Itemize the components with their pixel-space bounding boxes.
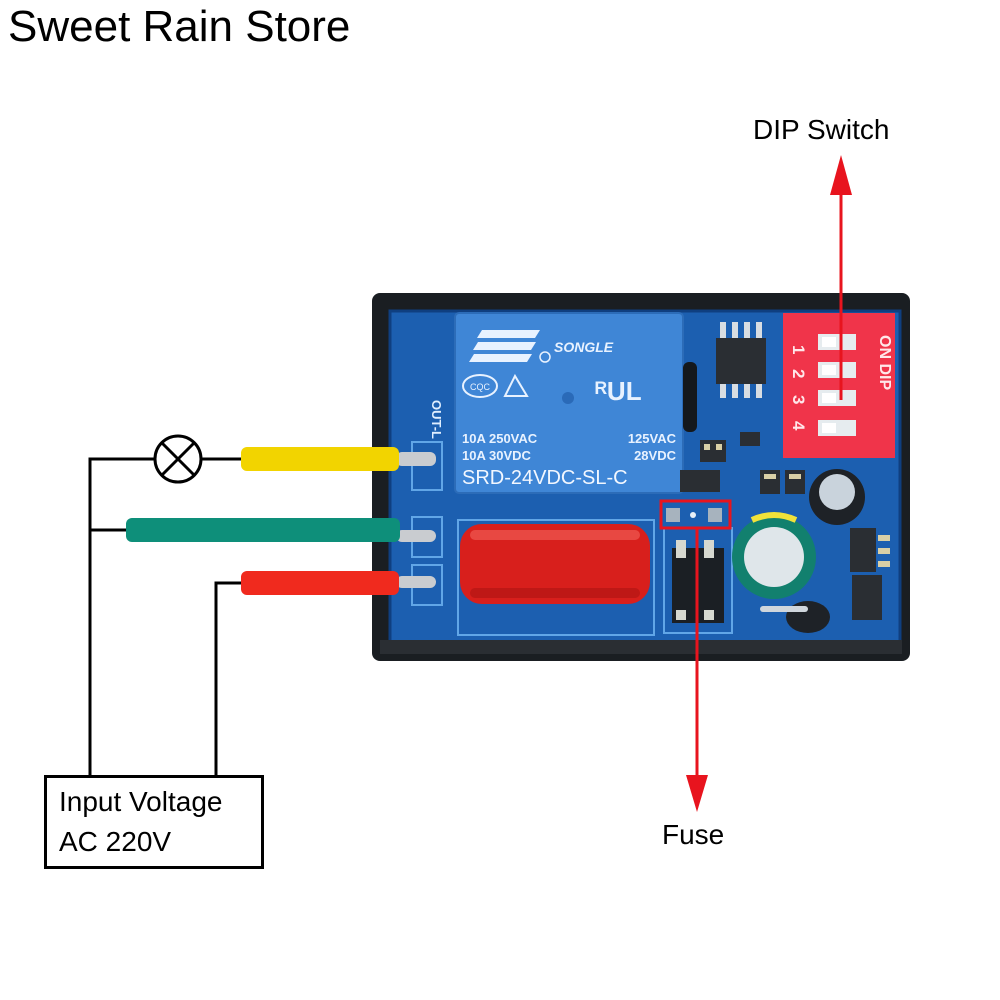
- svg-text:4: 4: [789, 421, 808, 431]
- load-output-wire: [241, 447, 399, 471]
- lamp-icon: [153, 434, 203, 484]
- neutral-wire: [126, 518, 400, 542]
- fuse-callout: [659, 499, 732, 812]
- ul-mark-icon: ᴿUL: [595, 376, 642, 406]
- live-wire: [241, 571, 399, 595]
- relay-vent-hole: [562, 392, 574, 404]
- dip-position-2[interactable]: 2: [789, 362, 856, 378]
- cqc-mark-icon: [462, 374, 498, 398]
- relay-module-board: OUT-L SONGLE CQC ᴿUL 10A 250VAC 125VAC 1…: [372, 293, 910, 661]
- relay-rating-ac: 10A 250VAC: [462, 431, 538, 446]
- dip-position-3[interactable]: 3: [789, 390, 856, 406]
- arrow-up-icon: [830, 155, 852, 195]
- svg-text:2: 2: [789, 369, 808, 378]
- lamp-return-line: [88, 457, 155, 775]
- svg-text:1: 1: [789, 345, 808, 354]
- film-capacitor: [460, 524, 650, 604]
- terminal-label: OUT-L: [429, 400, 444, 439]
- transistor: [786, 601, 830, 633]
- dip-switch: ON DIP 1 2 3 4: [783, 313, 895, 458]
- dip-position-1[interactable]: 1: [789, 334, 856, 354]
- wire-bundle: [126, 447, 400, 595]
- store-name: Sweet Rain Store: [8, 2, 351, 51]
- fuse-component: [666, 508, 722, 522]
- relay-rating-dc-alt: 28VDC: [634, 448, 677, 463]
- cert-mark: CQC: [470, 382, 491, 392]
- dip-header-text: ON DIP: [876, 335, 893, 390]
- dip-switch-label: DIP Switch: [753, 114, 890, 145]
- relay-rating-dc: 10A 30VDC: [462, 448, 531, 463]
- relay-model: SRD-24VDC-SL-C: [462, 467, 628, 489]
- live-return-line: [214, 581, 243, 775]
- power-source-box: Input Voltage AC 220V: [44, 775, 264, 869]
- power-source-line1: Input Voltage: [59, 786, 223, 817]
- schematic-lines: [88, 457, 243, 775]
- relay: SONGLE CQC ᴿUL 10A 250VAC 125VAC 10A 30V…: [454, 312, 684, 494]
- terminal-pads: [396, 452, 436, 588]
- inductor: [809, 469, 865, 525]
- triangle-cert-icon: [503, 373, 529, 397]
- fuse-label: Fuse: [662, 819, 725, 850]
- electrolytic-capacitor: [732, 512, 816, 599]
- arrow-down-icon: [686, 775, 708, 812]
- svg-text:3: 3: [789, 395, 808, 404]
- dip-switch-callout: [830, 155, 852, 400]
- dip-position-4[interactable]: 4: [789, 420, 856, 436]
- relay-rating-ac-alt: 125VAC: [628, 431, 677, 446]
- ic-chip: [716, 322, 766, 398]
- relay-brand: SONGLE: [554, 339, 614, 355]
- songle-logo-icon: [469, 330, 540, 362]
- power-source-line2: AC 220V: [59, 826, 172, 857]
